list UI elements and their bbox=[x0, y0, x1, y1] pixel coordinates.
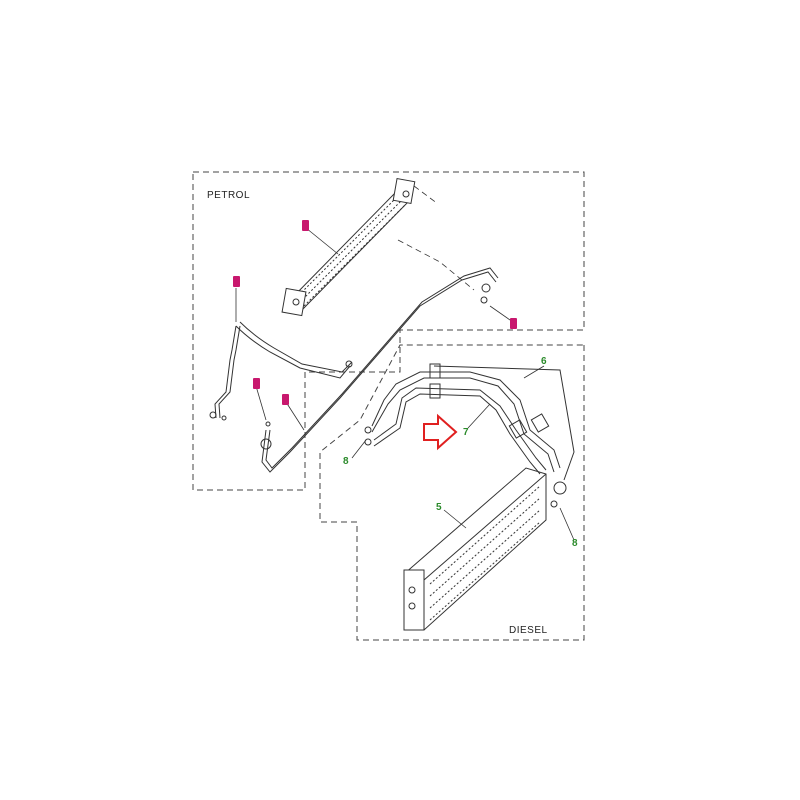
callout-number-7: 7 bbox=[463, 427, 469, 438]
petrol-marker-4 bbox=[282, 394, 289, 405]
petrol-label: PETROL bbox=[207, 190, 251, 201]
diesel-hoses bbox=[364, 363, 575, 508]
callout-arrow bbox=[423, 413, 458, 451]
callout-number-8-left: 8 bbox=[343, 456, 349, 467]
petrol-hoses bbox=[209, 267, 499, 473]
petrol-marker-1 bbox=[302, 220, 309, 231]
callout-number-6: 6 bbox=[541, 356, 547, 367]
callout-number-5: 5 bbox=[436, 502, 442, 513]
petrol-boundary bbox=[192, 171, 585, 491]
callout-number-8-right: 8 bbox=[572, 538, 578, 549]
petrol-marker-2 bbox=[233, 276, 240, 287]
petrol-marker-5 bbox=[510, 318, 517, 329]
diesel-boundary bbox=[319, 344, 585, 641]
petrol-marker-3 bbox=[253, 378, 260, 389]
petrol-oil-cooler bbox=[281, 178, 416, 317]
diesel-oil-cooler bbox=[403, 467, 547, 631]
diesel-label: DIESEL bbox=[509, 625, 548, 636]
